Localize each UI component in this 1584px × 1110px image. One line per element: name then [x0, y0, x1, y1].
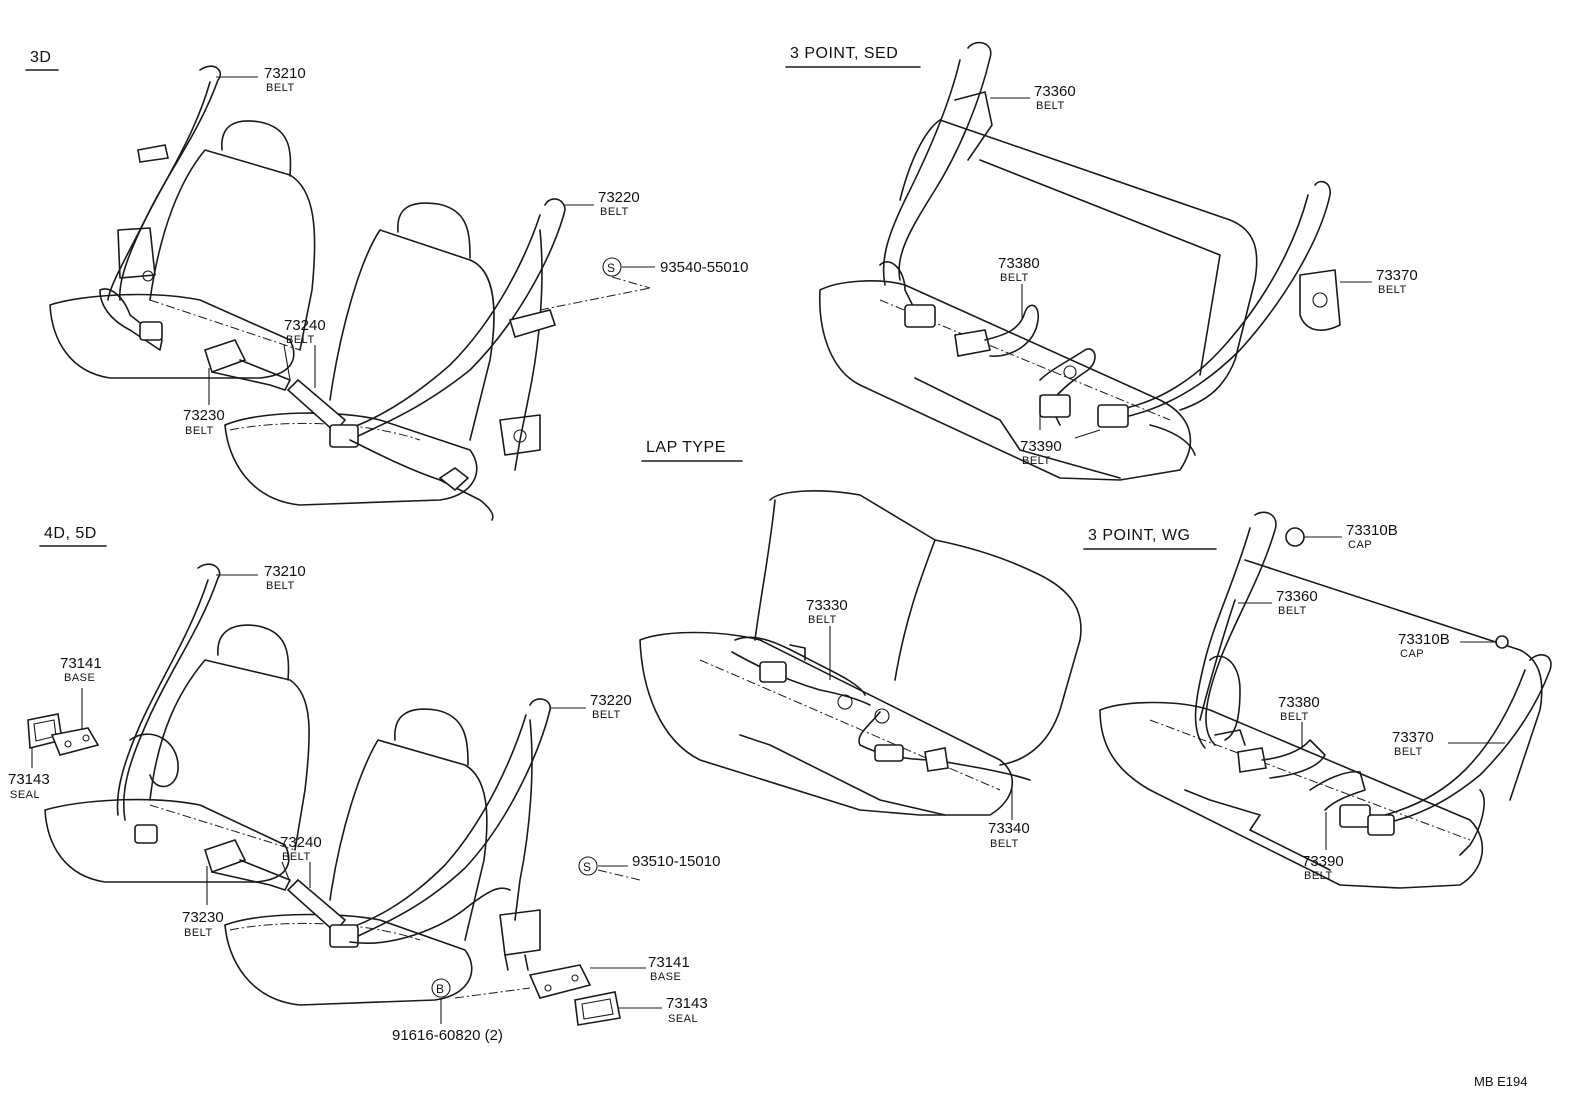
- part-number: 73141: [648, 954, 690, 971]
- part-desc: BELT: [1000, 272, 1029, 284]
- callout-4d5d-73240: 73240 BELT: [280, 834, 322, 888]
- part-desc: BELT: [808, 614, 837, 626]
- symbol-s: S: [607, 261, 615, 275]
- part-desc: BELT: [266, 82, 295, 94]
- callout-sed-73370: 73370 BELT: [1340, 267, 1418, 296]
- part-desc: BASE: [64, 672, 95, 684]
- part-number: 93540-55010: [660, 259, 748, 276]
- callout-4d5d-73143-right: 73143 SEAL: [618, 995, 708, 1025]
- illustration-3d-front-seats: [49, 65, 651, 521]
- callout-4d5d-73143-left: 73143 SEAL: [8, 748, 50, 801]
- part-desc: BELT: [600, 206, 629, 218]
- part-number: 73310B: [1346, 522, 1398, 539]
- part-desc: BELT: [1394, 746, 1423, 758]
- callout-wg-73360: 73360 BELT: [1238, 588, 1318, 617]
- part-desc: BASE: [650, 971, 681, 983]
- callout-3d-73230: 73230 BELT: [183, 368, 225, 437]
- part-number: 93510-15010: [632, 853, 720, 870]
- part-number: 73370: [1376, 267, 1418, 284]
- part-number: 73380: [1278, 694, 1320, 711]
- illustration-4d5d-front-seats: [27, 563, 641, 1026]
- callout-wg-73310b-right: 73310B CAP: [1398, 631, 1494, 660]
- part-number: 73340: [988, 820, 1030, 837]
- section-title-lap: LAP TYPE: [646, 439, 726, 456]
- callout-3d-73210: 73210 BELT: [216, 65, 306, 94]
- callout-4d5d-73141-right: 73141 BASE: [590, 954, 690, 983]
- part-number: 73143: [666, 995, 708, 1012]
- section-header-sed: 3 POINT, SED: [785, 45, 921, 68]
- part-number: 73220: [598, 189, 640, 206]
- callout-sed-73390: 73390 BELT: [1020, 395, 1101, 467]
- part-number: 73360: [1034, 83, 1076, 100]
- part-desc: BELT: [286, 334, 315, 346]
- callout-4d5d-93510: S 93510-15010: [578, 853, 720, 876]
- part-desc: BELT: [1378, 284, 1407, 296]
- callout-4d5d-73141-left: 73141 BASE: [60, 655, 102, 730]
- illustration-wg-rear-seat: [1099, 511, 1552, 889]
- section-header-lap: LAP TYPE: [641, 439, 743, 462]
- section-title-sed: 3 POINT, SED: [790, 45, 898, 62]
- symbol-s: S: [583, 860, 591, 874]
- callout-sed-73360: 73360 BELT: [990, 83, 1076, 112]
- part-number: 73330: [806, 597, 848, 614]
- part-number: 73230: [182, 909, 224, 926]
- part-number: 73390: [1020, 438, 1062, 455]
- part-number: 73230: [183, 407, 225, 424]
- part-number: 73380: [998, 255, 1040, 272]
- part-number: 73370: [1392, 729, 1434, 746]
- callout-4d5d-73220: 73220 BELT: [550, 692, 632, 721]
- part-number: 73240: [280, 834, 322, 851]
- section-title-4d5d: 4D, 5D: [44, 525, 97, 542]
- callout-lap-73330: 73330 BELT: [806, 597, 848, 680]
- part-desc: BELT: [592, 709, 621, 721]
- part-number: 73390: [1302, 853, 1344, 870]
- part-desc: BELT: [266, 580, 295, 592]
- callout-lap-73340: 73340 BELT: [988, 782, 1030, 850]
- callout-4d5d-73230: 73230 BELT: [182, 866, 224, 939]
- part-desc: BELT: [1036, 100, 1065, 112]
- part-desc: BELT: [184, 927, 213, 939]
- part-number: 91616-60820 (2): [392, 1027, 503, 1044]
- section-header-wg: 3 POINT, WG: [1083, 527, 1217, 550]
- section-header-3d: 3D: [25, 49, 59, 71]
- callout-wg-73390: 73390 BELT: [1302, 812, 1344, 882]
- part-desc: BELT: [1304, 870, 1333, 882]
- part-desc: BELT: [990, 838, 1019, 850]
- part-number: 73143: [8, 771, 50, 788]
- section-header-4d5d: 4D, 5D: [39, 525, 107, 547]
- symbol-b: B: [436, 982, 444, 996]
- part-number: 73240: [284, 317, 326, 334]
- section-title-wg: 3 POINT, WG: [1088, 527, 1190, 544]
- part-number: 73210: [264, 65, 306, 82]
- part-number: 73360: [1276, 588, 1318, 605]
- figure-code: MB E194: [1474, 1074, 1527, 1089]
- callout-3d-73240: 73240 BELT: [283, 317, 326, 388]
- callout-3d-73220: 73220 BELT: [565, 189, 640, 218]
- part-desc: SEAL: [10, 789, 40, 801]
- part-desc: BELT: [282, 851, 311, 863]
- part-desc: CAP: [1348, 539, 1372, 551]
- part-number: 73210: [264, 563, 306, 580]
- illustration-lap-rear-seat: [639, 490, 1082, 816]
- part-number: 73141: [60, 655, 102, 672]
- part-desc: CAP: [1400, 648, 1424, 660]
- callout-wg-73310b-top: 73310B CAP: [1304, 522, 1398, 551]
- callout-4d5d-73210: 73210 BELT: [216, 563, 306, 592]
- section-title-3d: 3D: [30, 49, 51, 66]
- callout-wg-73370: 73370 BELT: [1392, 729, 1505, 758]
- part-desc: BELT: [1022, 455, 1051, 467]
- callout-3d-93540: S 93540-55010: [602, 257, 748, 289]
- callout-4d5d-91616: B 91616-60820 (2): [392, 978, 503, 1044]
- part-desc: BELT: [1278, 605, 1307, 617]
- part-desc: BELT: [185, 425, 214, 437]
- callout-wg-73380: 73380 BELT: [1278, 694, 1320, 748]
- part-number: 73310B: [1398, 631, 1450, 648]
- callout-sed-73380: 73380 BELT: [998, 255, 1040, 318]
- part-desc: BELT: [1280, 711, 1309, 723]
- part-number: 73220: [590, 692, 632, 709]
- illustration-sed-rear-seat: [819, 41, 1341, 481]
- part-desc: SEAL: [668, 1013, 698, 1025]
